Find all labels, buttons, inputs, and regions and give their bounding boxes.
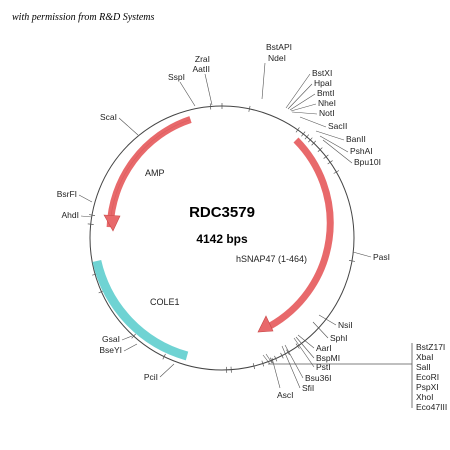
site-label: Eco47III xyxy=(416,402,447,412)
site-label: BstZ17I xyxy=(416,342,445,352)
site-tick xyxy=(317,147,323,152)
upper-right-sites: BstXI HpaI BmtI NheI NotI SacII BanII Ps… xyxy=(285,68,381,167)
left-sites: ScaI BsrFI AhdI GsaI BseYI PciI xyxy=(57,112,175,382)
site-label: PshAI xyxy=(350,146,373,156)
lower-right-sites: NsiI SphI AarI BspMI PstI Bsu36I SfiI As… xyxy=(271,314,353,400)
mcs-box: BstZ17I XbaI SalI EcoRI PspXI XhoI Eco47… xyxy=(262,342,447,412)
site-label: NotI xyxy=(319,108,335,118)
hsnap47-gene-arrow xyxy=(268,137,334,330)
permission-credit: with permission from R&D Systems xyxy=(12,12,155,23)
site-tick xyxy=(248,105,251,112)
site-label: SfiI xyxy=(302,383,314,393)
cole1-label: COLE1 xyxy=(150,297,180,307)
amp-label: AMP xyxy=(145,168,165,178)
amp-gene-arrow xyxy=(106,116,192,228)
site-label: SacII xyxy=(328,121,347,131)
site-tick xyxy=(327,160,333,165)
site-tick xyxy=(87,223,94,225)
site-tick xyxy=(162,353,166,360)
site-label: BstXI xyxy=(312,68,332,78)
site-label: PstI xyxy=(316,362,331,372)
site-tick xyxy=(88,214,96,216)
site-label: BmtI xyxy=(317,88,334,98)
site-label: XhoI xyxy=(416,392,434,402)
site-tick xyxy=(252,363,255,370)
site-label: PasI xyxy=(373,252,390,262)
site-tick xyxy=(131,333,136,339)
site-label: XbaI xyxy=(416,352,434,362)
site-label: PciI xyxy=(144,372,158,382)
site-label: NdeI xyxy=(268,53,286,63)
top-sites: ZraI AatII SspI BstAPI NdeI xyxy=(168,42,292,107)
site-label: BanII xyxy=(346,134,366,144)
site-label: HpaI xyxy=(314,78,332,88)
site-tick xyxy=(286,349,290,356)
site-label: BspMI xyxy=(316,353,340,363)
site-label: AatII xyxy=(193,64,210,74)
site-label: ScaI xyxy=(100,112,117,122)
site-tick xyxy=(301,131,306,137)
site-label: BsrFI xyxy=(57,189,77,199)
site-label: NsiI xyxy=(338,320,353,330)
site-label: AhdI xyxy=(62,210,80,220)
site-tick xyxy=(333,170,340,174)
site-label: SphI xyxy=(330,333,348,343)
plasmid-size: 4142 bps xyxy=(196,232,248,246)
site-tick xyxy=(295,127,300,133)
right-sites: PasI xyxy=(352,251,390,262)
site-ticks xyxy=(87,103,356,373)
site-label: BseYI xyxy=(99,345,122,355)
site-tick xyxy=(348,260,356,262)
site-tick xyxy=(280,352,284,359)
site-tick xyxy=(323,154,329,159)
site-label: PspXI xyxy=(416,382,439,392)
site-tick xyxy=(311,140,317,146)
site-tick xyxy=(209,103,212,110)
site-label: NheI xyxy=(318,98,336,108)
site-label: SspI xyxy=(168,72,185,82)
site-label: SalI xyxy=(416,362,431,372)
site-label: BstAPI xyxy=(266,42,292,52)
amp-arrowhead-icon xyxy=(103,214,121,232)
site-tick xyxy=(274,355,278,362)
hsnap47-label: hSNAP47 (1-464) xyxy=(236,254,307,264)
site-label: Bpu10I xyxy=(354,157,381,167)
site-tick xyxy=(269,357,273,364)
site-tick xyxy=(261,360,265,367)
site-tick xyxy=(295,343,300,349)
site-tick xyxy=(308,137,313,143)
cole1-origin-arc xyxy=(92,259,189,361)
plasmid-name: RDC3579 xyxy=(189,204,255,221)
site-label: AarI xyxy=(316,343,332,353)
site-label: ZraI xyxy=(195,54,210,64)
site-label: GsaI xyxy=(102,334,120,344)
site-label: AscI xyxy=(277,390,294,400)
site-label: EcoRI xyxy=(416,372,439,382)
hsnap47-arrowhead-icon xyxy=(257,315,274,333)
site-label: Bsu36I xyxy=(305,373,331,383)
site-tick xyxy=(304,134,310,140)
